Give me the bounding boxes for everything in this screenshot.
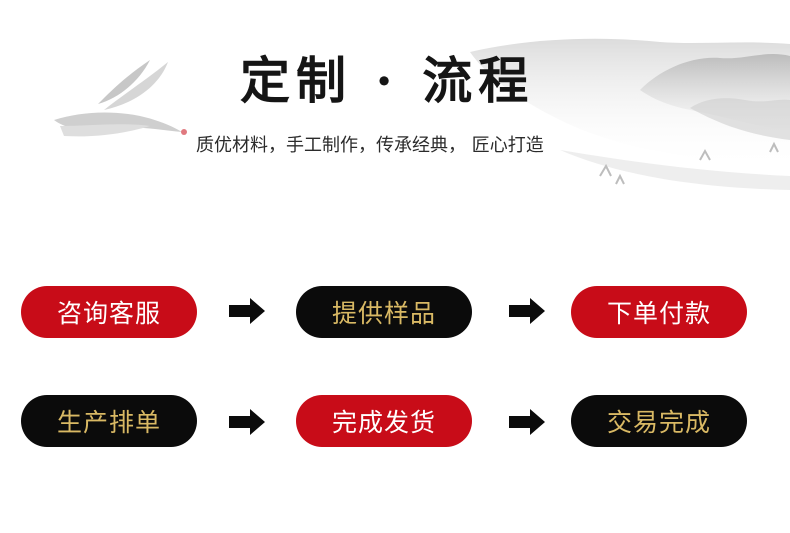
step-label: 完成发货 — [331, 409, 436, 437]
page-title: 定制 · 流程 — [240, 51, 535, 110]
step-label: 提供样品 — [331, 300, 436, 328]
crane-icon — [54, 60, 187, 137]
arrow-right-icon — [509, 298, 545, 324]
step-production-schedule[interactable]: 生产排单 — [21, 395, 197, 447]
step-transaction-complete[interactable]: 交易完成 — [571, 395, 747, 447]
step-provide-sample[interactable]: 提供样品 — [296, 286, 472, 338]
arrow-right-icon — [229, 298, 265, 324]
mountain-range — [470, 38, 790, 190]
arrow-right-icon — [229, 409, 265, 435]
step-shipment[interactable]: 完成发货 — [296, 395, 472, 447]
step-label: 生产排单 — [56, 409, 161, 437]
step-label: 交易完成 — [606, 409, 711, 437]
step-consult-service[interactable]: 咨询客服 — [21, 286, 197, 338]
step-label: 咨询客服 — [56, 300, 161, 328]
step-place-order[interactable]: 下单付款 — [571, 286, 747, 338]
step-label: 下单付款 — [606, 300, 711, 328]
page-subtitle: 质优材料，手工制作，传承经典， 匠心打造 — [196, 135, 544, 156]
arrow-right-icon — [509, 409, 545, 435]
